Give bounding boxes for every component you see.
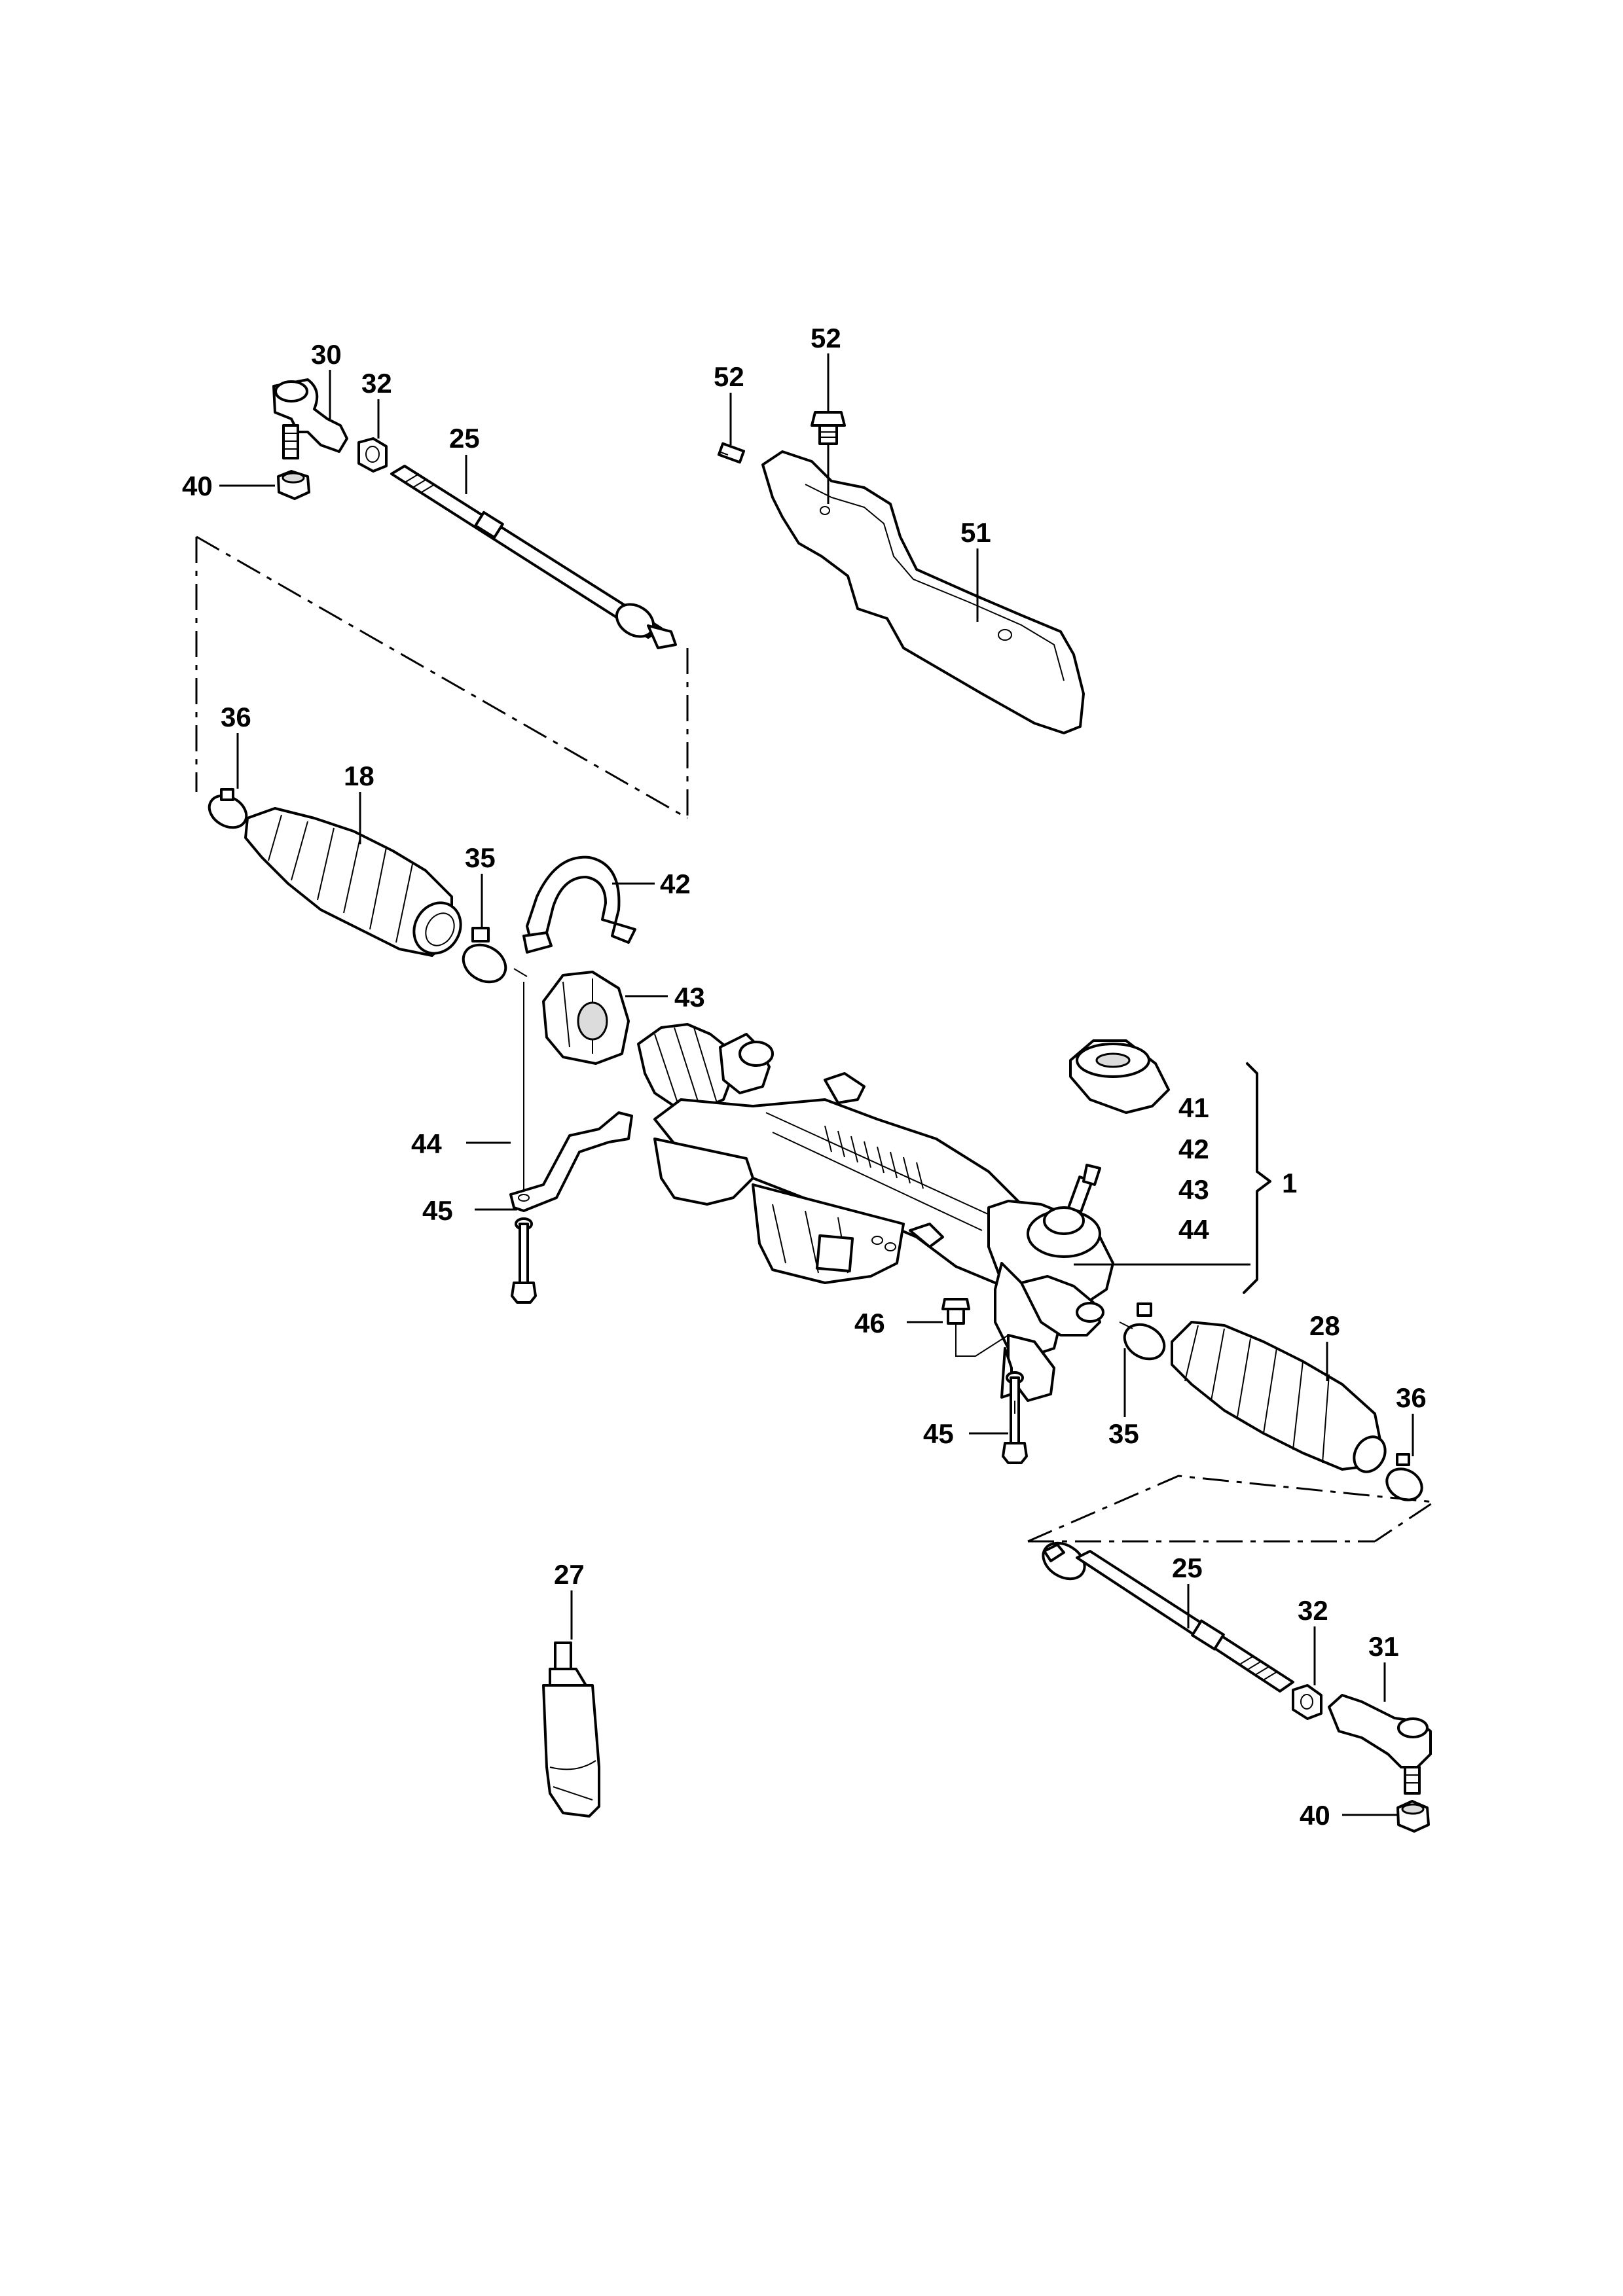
callout-52-top: 52 <box>811 323 841 353</box>
callout-labels: 30 32 25 40 52 52 51 36 18 35 42 43 41 4… <box>182 323 1427 1831</box>
callout-45-left: 45 <box>422 1195 453 1226</box>
callout-44-group: 44 <box>1178 1214 1209 1245</box>
inner-tie-rod-lower <box>1042 1541 1294 1693</box>
rubber-bushing-43 <box>542 971 630 1065</box>
bolt-46 <box>941 1298 970 1325</box>
callout-25-lower: 25 <box>1172 1552 1203 1583</box>
clamp-36-right <box>1385 1453 1423 1501</box>
callout-40-lower: 40 <box>1300 1800 1330 1831</box>
callout-35-right: 35 <box>1108 1418 1139 1449</box>
callout-36-right: 36 <box>1396 1382 1427 1413</box>
pinion-housing <box>987 1164 1114 1356</box>
steering-boot-left <box>244 807 462 957</box>
mounting-clamp-42 <box>522 855 636 954</box>
clamp-35-left <box>462 927 507 984</box>
callout-45-right: 45 <box>923 1418 954 1449</box>
mounting-cushion-41 <box>1069 1039 1170 1114</box>
tie-rod-end-right <box>1328 1694 1432 1795</box>
callout-25-upper: 25 <box>449 423 480 454</box>
self-locking-nut-upper <box>277 470 310 500</box>
callout-36-left: 36 <box>221 702 251 732</box>
leader-lines <box>219 353 1414 1816</box>
callout-31: 31 <box>1368 1631 1399 1662</box>
group-brace <box>1243 1062 1271 1294</box>
lock-nut-upper <box>357 437 388 473</box>
callout-27: 27 <box>554 1559 585 1590</box>
callout-32-lower: 32 <box>1298 1595 1328 1626</box>
clamp-35-right <box>1123 1302 1166 1361</box>
callout-42: 42 <box>660 869 691 899</box>
bolt-52-top <box>811 411 846 445</box>
alignment-line-lower <box>1027 1475 1437 1543</box>
grease-tube <box>542 1641 600 1818</box>
rack-ribs <box>824 1125 924 1189</box>
bolt-52-left <box>717 442 746 464</box>
callout-43-group: 43 <box>1178 1174 1209 1205</box>
callout-18: 18 <box>344 761 374 791</box>
callout-28: 28 <box>1309 1310 1340 1341</box>
callout-41-group: 41 <box>1178 1092 1209 1123</box>
callout-32-upper: 32 <box>361 368 392 399</box>
callout-42-group: 42 <box>1178 1134 1209 1164</box>
callout-52-left: 52 <box>714 361 744 392</box>
tie-rod-end-left <box>272 378 348 459</box>
callout-1: 1 <box>1282 1168 1297 1198</box>
callout-46: 46 <box>854 1308 885 1338</box>
callout-30: 30 <box>311 339 342 370</box>
callout-43: 43 <box>674 982 705 1013</box>
callout-51: 51 <box>960 517 991 548</box>
callout-40-upper: 40 <box>182 471 213 501</box>
steering-boot-right <box>1171 1321 1387 1473</box>
heat-shield <box>761 450 1085 734</box>
lock-nut-lower <box>1292 1684 1322 1720</box>
mounting-bracket-44 <box>509 1111 633 1212</box>
alignment-line-upper <box>195 535 689 819</box>
inner-tie-rod-upper <box>390 465 677 649</box>
self-locking-nut-lower <box>1396 1800 1430 1833</box>
callout-35-left: 35 <box>465 842 496 873</box>
bolt-45-left <box>511 1217 537 1304</box>
clamp-36-left <box>208 788 248 829</box>
callout-44: 44 <box>411 1128 442 1159</box>
steering-rack-housing <box>637 1023 1049 1284</box>
